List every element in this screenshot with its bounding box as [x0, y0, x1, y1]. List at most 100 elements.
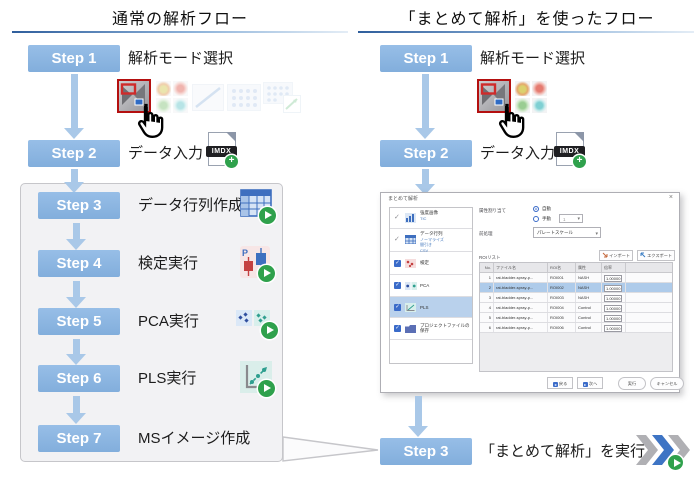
- left-step1-badge: Step 1: [28, 45, 120, 72]
- run-play-icon: [258, 265, 275, 282]
- export-arrow-icon: [640, 252, 646, 258]
- export-label: エクスポート: [647, 253, 673, 258]
- radio-manual[interactable]: [533, 216, 539, 222]
- analysis-steps-panel: ✓ 強度画像 TIC ✓ データ行列 ノーマライズ 間引き CSV ✓: [389, 207, 473, 364]
- left-step5-badge: Step 5: [38, 308, 120, 335]
- table-icon: [405, 235, 416, 244]
- left-step4-badge: Step 4: [38, 250, 120, 277]
- checkbox-checked-icon[interactable]: ✓: [394, 325, 401, 332]
- preprocess-label: 前処理: [479, 231, 493, 236]
- left-step4-label: 検定実行: [138, 255, 199, 272]
- list-item-pls-selected[interactable]: ✓ PLS: [390, 297, 472, 318]
- chevron-down-icon: ▾: [577, 216, 580, 222]
- cancel-button[interactable]: キャンセル: [650, 377, 684, 390]
- right-step2-badge: Step 2: [380, 140, 472, 167]
- item-sub: TIC: [420, 215, 427, 221]
- scale-input[interactable]: 1.00000: [604, 315, 623, 322]
- scale-input[interactable]: 1.00000: [604, 285, 623, 292]
- back-label: 戻る: [558, 381, 568, 386]
- list-item-save-project[interactable]: ✓ プロジェクトファイルの保存: [390, 318, 472, 340]
- item-label: PCA: [420, 283, 430, 288]
- checkbox-checked-icon[interactable]: ✓: [394, 259, 401, 267]
- pca-icon: [405, 282, 417, 290]
- left-step6-label: PLS実行: [138, 370, 197, 387]
- list-item-data-matrix[interactable]: ✓ データ行列 ノーマライズ 間引き CSV: [390, 229, 472, 253]
- grid-line-mode-icon[interactable]: [263, 82, 301, 113]
- next-button[interactable]: ▸ 次へ: [577, 377, 603, 389]
- col-roi: ROI名: [548, 263, 576, 272]
- close-icon[interactable]: ×: [668, 194, 673, 201]
- intensity-map-mode-icon[interactable]: [156, 81, 188, 113]
- imaging-mode-icon-selected[interactable]: [477, 79, 511, 113]
- imdx-file-icon: IMDX +: [554, 132, 586, 168]
- run-button[interactable]: 実行: [618, 377, 646, 390]
- flow-arrow: [66, 281, 86, 308]
- list-item-intensity-image[interactable]: ✓ 強度画像 TIC: [390, 208, 472, 229]
- scale-input[interactable]: 1.00000: [604, 295, 623, 302]
- right-step1-badge: Step 1: [380, 45, 472, 72]
- flow-arrow: [64, 169, 84, 193]
- right-step2-label: データ入力: [480, 145, 556, 162]
- intensity-map-mode-icon[interactable]: [515, 81, 547, 113]
- radio-manual-label: 手動: [542, 216, 551, 221]
- run-play-icon: [259, 207, 276, 224]
- left-step6-badge: Step 6: [38, 365, 120, 392]
- next-arrow-icon: ▸: [582, 381, 588, 387]
- left-step7-label: MSイメージ作成: [138, 430, 251, 447]
- check-icon: ✓: [394, 214, 400, 221]
- export-button[interactable]: エクスポート: [637, 250, 675, 261]
- scale-input[interactable]: 1.00000: [604, 275, 623, 282]
- hand-cursor-icon: [138, 103, 164, 139]
- hand-cursor-icon: [499, 103, 525, 139]
- test-scatter-icon: [405, 259, 416, 268]
- attribute-assignment-label: 属性割り当て: [479, 208, 506, 213]
- list-item-test[interactable]: ✓ 検定: [390, 252, 472, 275]
- col-scale: 倍率: [602, 263, 626, 272]
- left-step7-badge: Step 7: [38, 425, 120, 452]
- imaging-mode-glyph: [120, 83, 145, 107]
- folded-corner: [574, 132, 584, 142]
- left-step2-badge: Step 2: [28, 140, 120, 167]
- grid-mode-icon[interactable]: [227, 84, 261, 111]
- scale-input[interactable]: 1.00000: [604, 305, 623, 312]
- imaging-mode-icon-selected[interactable]: [117, 79, 151, 113]
- p-value-letter: P: [242, 248, 248, 258]
- imdx-badge: IMDX: [206, 146, 237, 157]
- checkbox-checked-icon[interactable]: ✓: [394, 303, 401, 311]
- radio-auto[interactable]: [533, 206, 539, 212]
- imaging-mode-glyph: [480, 83, 505, 107]
- left-step2-label: データ入力: [128, 145, 204, 162]
- project-folder-icon: [405, 325, 416, 333]
- scatter-mode-icon[interactable]: [192, 84, 224, 111]
- flow-arrow: [415, 169, 435, 195]
- batch-analysis-dialog: まとめて解析 × ✓ 強度画像 TIC ✓ データ行列 ノーマライズ 間引き C…: [380, 192, 684, 393]
- import-button[interactable]: インポート: [599, 250, 633, 261]
- item-sub: ノーマライズ: [420, 236, 444, 242]
- back-button[interactable]: ◂ 戻る: [547, 377, 573, 389]
- cancel-label: キャンセル: [656, 381, 678, 386]
- manual-count-select[interactable]: 1 ▾: [559, 214, 583, 223]
- dialog-title: まとめて解析: [388, 196, 419, 202]
- import-label: インポート: [609, 253, 631, 258]
- left-step5-label: PCA実行: [138, 313, 199, 330]
- right-step1-label: 解析モード選択: [480, 50, 586, 67]
- back-arrow-icon: ◂: [552, 381, 558, 387]
- check-icon: ✓: [394, 236, 400, 243]
- list-item-pca[interactable]: ✓ PCA: [390, 275, 472, 297]
- left-flow-title: 通常の解析フロー: [111, 11, 248, 28]
- scale-input[interactable]: 1.00000: [604, 325, 623, 332]
- folded-corner: [226, 132, 236, 142]
- imdx-badge: IMDX: [554, 146, 585, 157]
- preprocess-select[interactable]: パレートスケール ▾: [533, 227, 601, 238]
- run-play-icon: [258, 380, 275, 397]
- checkbox-checked-icon[interactable]: ✓: [394, 282, 401, 289]
- item-sub: 間引き: [420, 242, 432, 247]
- right-title-rule: [358, 31, 694, 33]
